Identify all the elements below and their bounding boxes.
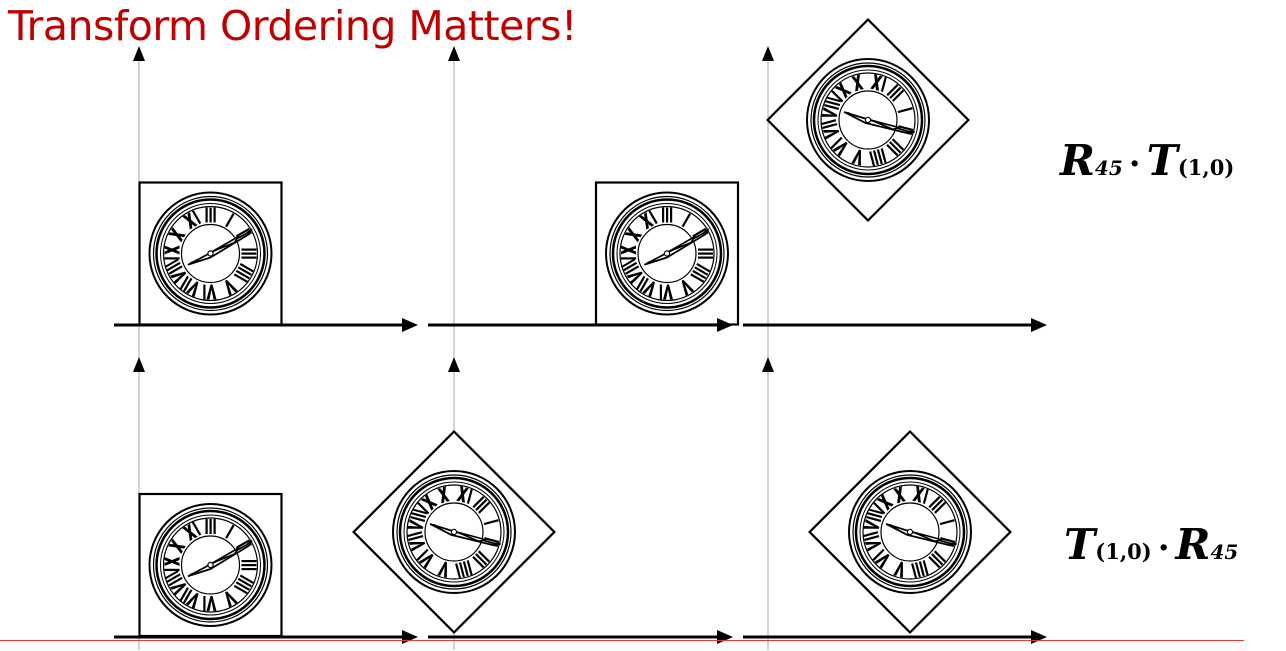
formula-right-subscript: (1,0) — [1177, 155, 1235, 180]
boxed-clock — [596, 183, 738, 325]
formula-right-symbol: T — [1146, 136, 1178, 185]
formula-left-symbol: T — [1064, 520, 1096, 569]
formula-operator: · — [1128, 144, 1141, 184]
panel-bottom-original — [114, 357, 418, 644]
boxed-clock — [140, 183, 282, 325]
x-axis-arrowhead — [1031, 630, 1047, 644]
rotated-clock — [808, 430, 1012, 634]
panel-bottom-rotated — [352, 357, 733, 644]
x-axis-arrowhead — [402, 630, 418, 644]
y-axis-arrowhead — [133, 357, 145, 372]
formula-rotate-after-translate: R45·T(1,0) — [1060, 140, 1234, 182]
x-axis-arrowhead — [402, 318, 418, 332]
bottom-row — [114, 357, 1047, 644]
footer-divider — [0, 640, 1244, 641]
formula-left-symbol: R — [1060, 136, 1095, 185]
slide-title: Transform Ordering Matters! — [8, 2, 577, 50]
y-axis-arrowhead — [448, 46, 460, 61]
formula-operator: · — [1157, 528, 1170, 568]
panel-top-rotated — [743, 18, 1047, 650]
x-axis-arrowhead — [717, 318, 733, 332]
y-axis-arrowhead — [762, 46, 774, 61]
panel-bottom-translated — [743, 357, 1047, 644]
x-axis-arrowhead — [717, 630, 733, 644]
y-axis-arrowhead — [762, 357, 774, 372]
formula-right-subscript: 45 — [1210, 540, 1239, 564]
formula-left-subscript: (1,0) — [1095, 539, 1152, 564]
y-axis-arrowhead — [448, 357, 460, 372]
y-axis-arrowhead — [133, 46, 145, 61]
top-row — [114, 18, 1047, 650]
rotated-clock — [766, 18, 970, 222]
formula-right-symbol: R — [1175, 520, 1211, 569]
rotated-clock — [352, 430, 556, 634]
formula-translate-after-rotate: T(1,0)·R45 — [1064, 524, 1238, 566]
x-axis-arrowhead — [1031, 318, 1047, 332]
boxed-clock — [140, 494, 282, 636]
formula-left-subscript: 45 — [1094, 156, 1123, 180]
